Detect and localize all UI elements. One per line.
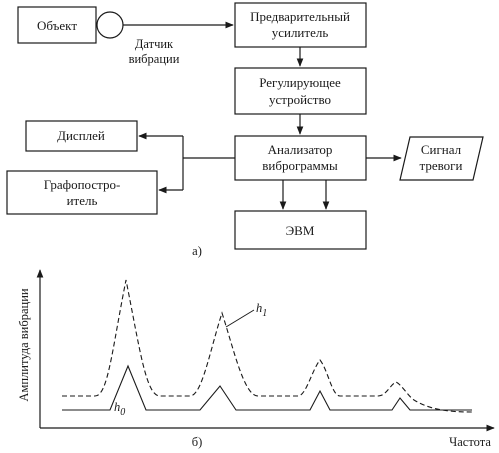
series-h1-label: h1	[256, 301, 267, 319]
series-h1-line	[62, 279, 473, 413]
plotter-label-1: Графопостро-	[44, 177, 121, 192]
display-label: Дисплей	[57, 128, 105, 143]
part-b-label: б)	[192, 435, 203, 449]
analyzer-label-1: Анализатор	[268, 142, 333, 157]
alarm-label-1: Сигнал	[421, 142, 462, 157]
preamp-label-1: Предварительный	[250, 9, 350, 24]
computer-box	[234, 210, 367, 250]
alarm-label-2: тревоги	[420, 158, 463, 173]
preamp-box	[234, 2, 367, 48]
object-label: Объект	[37, 18, 77, 33]
alarm-signal-shape	[399, 136, 484, 181]
series-h0-line	[62, 364, 472, 411]
sensor-label-2: вибрации	[129, 52, 180, 66]
part-a-label: а)	[192, 244, 202, 258]
x-axis-label: Частота	[449, 435, 491, 449]
analyzer-box	[234, 135, 367, 181]
display-box	[25, 120, 138, 152]
plotter-box	[6, 170, 158, 215]
h1-pointer	[225, 309, 255, 328]
sensor-label-1: Датчик	[135, 37, 174, 51]
regulator-label-1: Регулирующее	[259, 75, 341, 90]
computer-label: ЭВМ	[286, 223, 315, 238]
plotter-label-2: итель	[67, 193, 98, 208]
vibration-chart: h1 h0 Амплитуда вибрации Частота б)	[17, 269, 495, 449]
analyzer-label-2: виброграммы	[262, 158, 338, 173]
block-diagram	[6, 2, 484, 250]
vibration-sensor-circle	[96, 11, 124, 39]
object-box	[17, 6, 97, 44]
series-h0-label: h0	[114, 400, 125, 418]
y-axis-label: Амплитуда вибрации	[17, 288, 31, 401]
preamp-label-2: усилитель	[272, 25, 329, 40]
regulator-label-2: устройство	[269, 92, 331, 107]
regulator-box	[234, 67, 367, 115]
